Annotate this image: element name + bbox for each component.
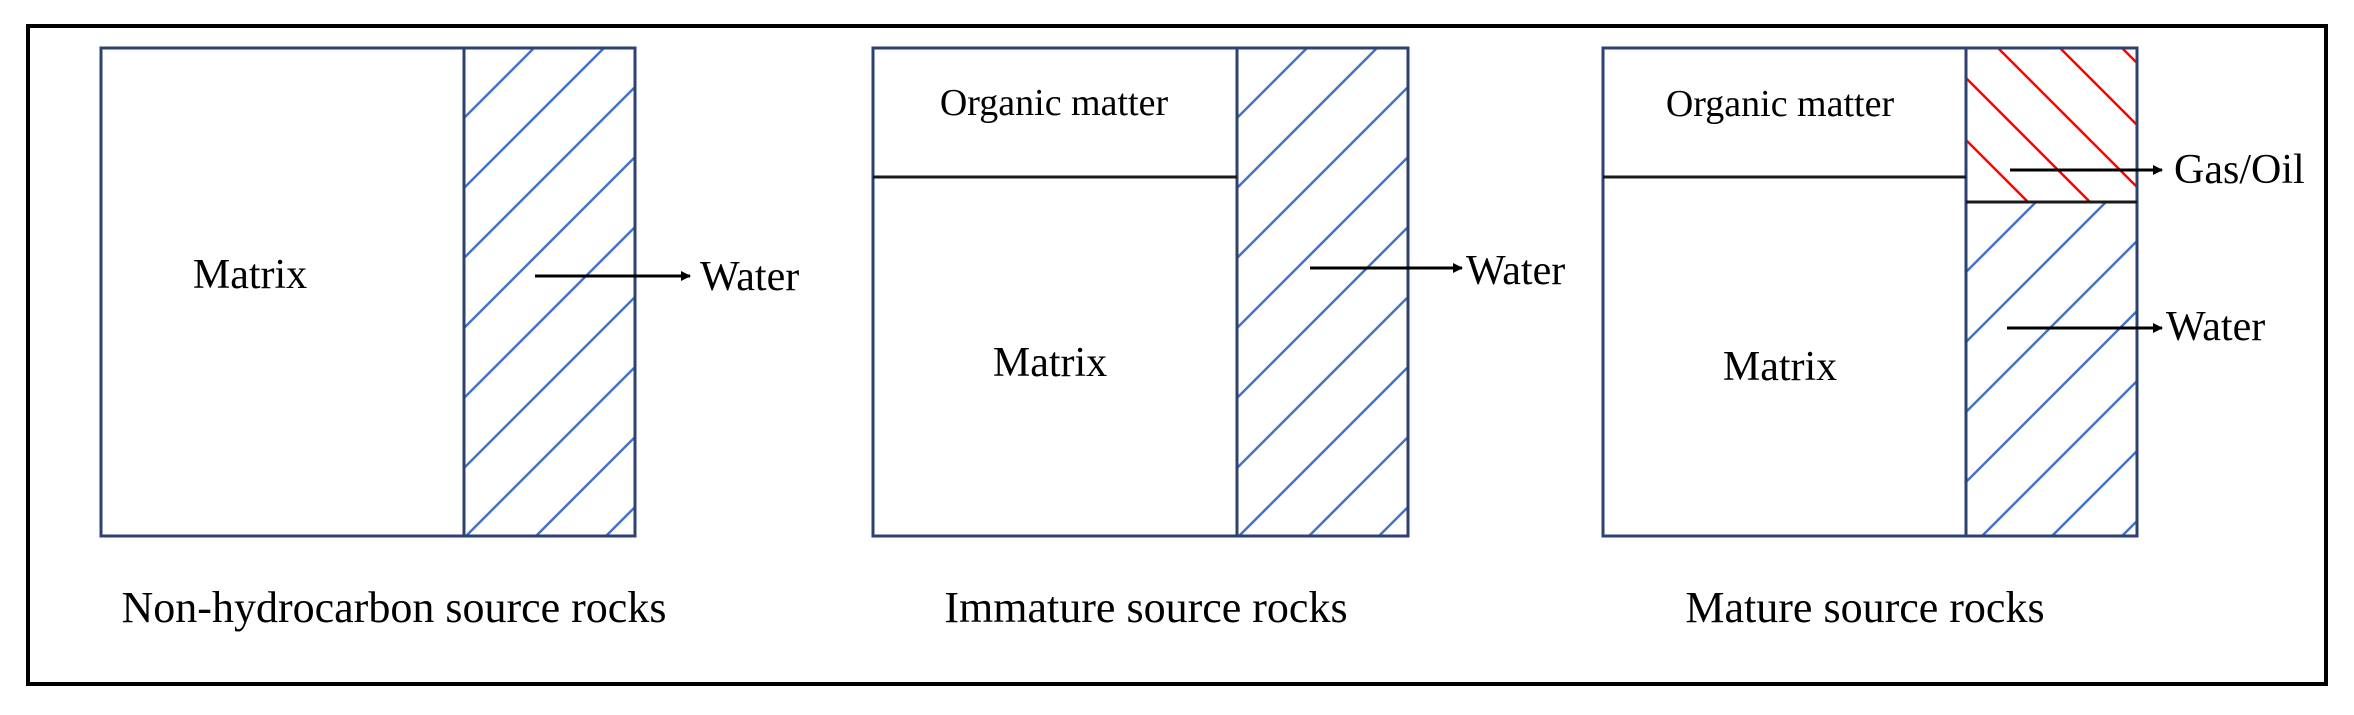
panel-mature: Organic matter Matrix Gas/Oil Water Matu… bbox=[1601, 46, 2354, 632]
hatch-line bbox=[2059, 48, 2137, 127]
panel-immature: Organic matter Matrix Water Immature sou… bbox=[871, 46, 2354, 632]
hatch-line bbox=[464, 85, 635, 260]
hatch-line bbox=[2332, 202, 2354, 536]
hatch-line bbox=[1308, 435, 1408, 536]
hatch-line bbox=[464, 295, 635, 470]
hatch-line bbox=[1238, 365, 1408, 536]
figure-frame bbox=[26, 24, 2328, 686]
hatch-line bbox=[1966, 202, 2107, 344]
hatch-line bbox=[1237, 155, 1408, 330]
hatch-line bbox=[1237, 85, 1408, 260]
hatch-line bbox=[1966, 76, 2091, 202]
water-label: Water bbox=[2166, 304, 2265, 350]
water-label: Water bbox=[1466, 248, 1565, 294]
panel-outline bbox=[99, 46, 637, 538]
matrix-label: Matrix bbox=[993, 340, 1107, 386]
hatch-line bbox=[1997, 48, 2137, 189]
panel-non-hydrocarbon: Matrix Water Non-hydrocarbon source rock… bbox=[99, 46, 799, 632]
hatch-line bbox=[464, 155, 635, 330]
hatch-line bbox=[1966, 309, 2137, 484]
water-label: Water bbox=[700, 254, 799, 300]
water-hatch-region bbox=[1966, 202, 2354, 536]
gas-oil-hatch-region bbox=[1966, 48, 2137, 202]
gas-oil-label: Gas/Oil bbox=[2174, 147, 2305, 193]
panel-caption: Mature source rocks bbox=[1685, 583, 2044, 632]
hatch-line bbox=[464, 225, 635, 400]
hatch-line bbox=[1966, 202, 2037, 274]
hatch-line bbox=[1966, 138, 2029, 202]
water-hatch-region bbox=[464, 48, 635, 536]
hatch-line bbox=[2121, 519, 2137, 536]
panel-outline bbox=[1601, 46, 2139, 538]
hatch-line bbox=[1869, 48, 2354, 536]
hatch-line bbox=[1237, 295, 1408, 470]
panel-caption: Non-hydrocarbon source rocks bbox=[122, 583, 667, 632]
hatch-line bbox=[465, 365, 635, 536]
hatch-line bbox=[535, 435, 635, 536]
hatch-line bbox=[2051, 449, 2137, 536]
hatch-line bbox=[464, 48, 605, 190]
hatch-line bbox=[2192, 202, 2354, 536]
hatch-line bbox=[1966, 239, 2137, 414]
matrix-label: Matrix bbox=[1723, 344, 1837, 390]
hatch-line bbox=[1237, 225, 1408, 400]
water-hatch-region bbox=[1237, 48, 2354, 536]
panel-outline bbox=[871, 46, 1410, 538]
organic-matter-label: Organic matter bbox=[1666, 83, 1895, 125]
hatch-line bbox=[1966, 200, 1967, 202]
hatch-line bbox=[1981, 379, 2137, 536]
panel-caption: Immature source rocks bbox=[944, 583, 1347, 632]
matrix-label: Matrix bbox=[193, 252, 307, 298]
organic-matter-label: Organic matter bbox=[940, 82, 1169, 124]
hatch-line bbox=[1237, 48, 1378, 190]
hatch-line bbox=[2262, 202, 2354, 536]
